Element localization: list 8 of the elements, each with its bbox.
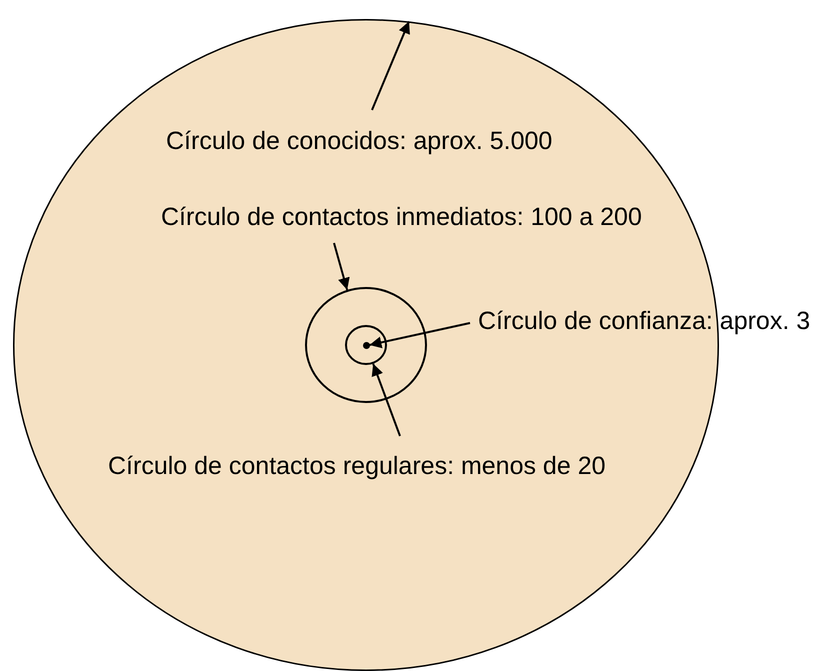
arrow <box>372 363 401 436</box>
arrow <box>371 21 410 110</box>
circle-label: Círculo de contactos inmediatos: 100 a 200 <box>161 202 642 232</box>
circle-label: Círculo de contactos regulares: menos de 20 <box>108 451 606 481</box>
circle-label: Círculo de conocidos: aprox. 5.000 <box>166 126 552 156</box>
circle-label: Círculo de confianza: aprox. 3 <box>478 306 810 336</box>
arrow <box>333 242 350 290</box>
arrow <box>369 322 470 348</box>
